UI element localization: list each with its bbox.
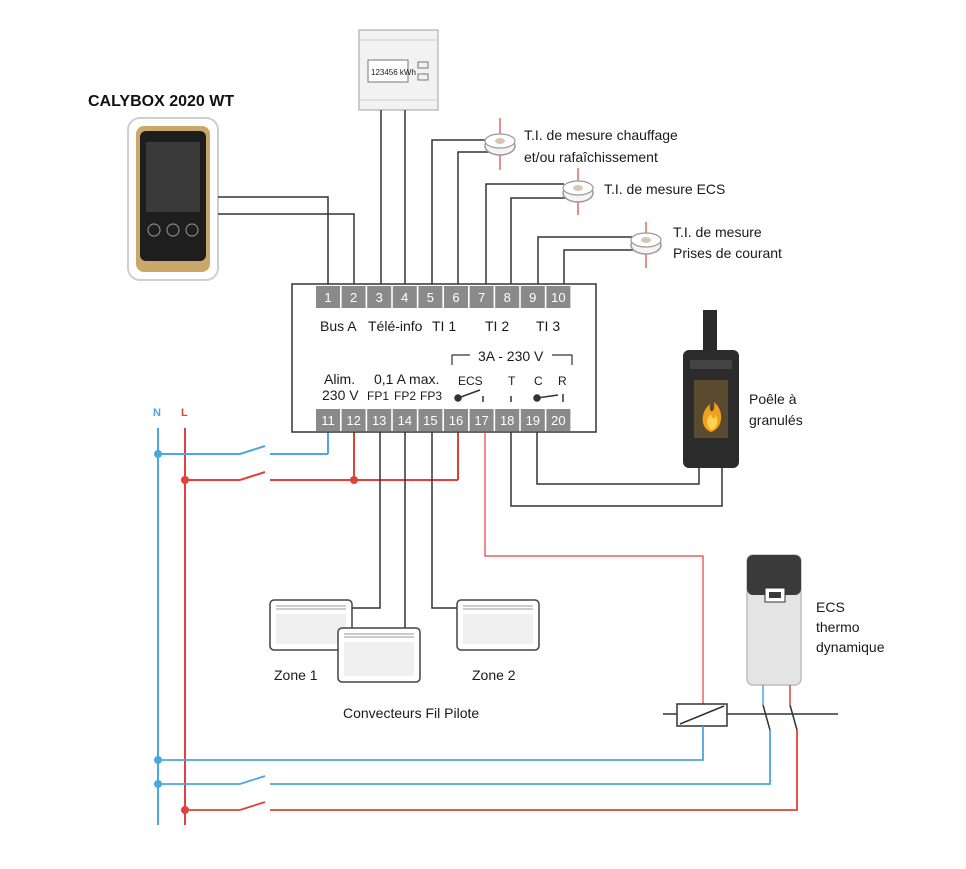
t-label: T bbox=[508, 374, 516, 388]
top-terminal-4 bbox=[392, 286, 417, 308]
bottom-terminal-label: 11 bbox=[321, 413, 335, 428]
module-supply bbox=[154, 432, 459, 484]
ti3-group-label: TI 3 bbox=[536, 318, 560, 334]
alim-voltage-label: 230 V bbox=[322, 387, 359, 403]
bottom-terminal-label: 17 bbox=[474, 413, 488, 428]
top-terminal-6 bbox=[444, 286, 468, 308]
device-title: CALYBOX 2020 WT bbox=[88, 93, 234, 110]
bottom-terminal-13 bbox=[367, 409, 392, 431]
ecs-control-wire bbox=[484, 432, 704, 705]
top-terminal-label: 6 bbox=[452, 290, 459, 305]
bus-a-label: Bus A bbox=[320, 318, 357, 334]
r-label: R bbox=[558, 374, 567, 388]
bottom-terminal-label: 14 bbox=[398, 413, 412, 428]
top-terminal-5 bbox=[418, 286, 443, 308]
ti3-label-line1: T.I. de mesure bbox=[673, 224, 762, 240]
top-terminal-2 bbox=[341, 286, 366, 308]
pellet-stove: Poêle à granulés bbox=[683, 310, 803, 468]
fp1-label: FP1 bbox=[367, 389, 389, 403]
bottom-terminal-label: 15 bbox=[423, 413, 437, 428]
ti1-group-label: TI 1 bbox=[432, 318, 456, 334]
fp-wires bbox=[350, 432, 458, 630]
ecs-label-line1: ECS bbox=[816, 599, 845, 615]
ecs-relay-label: ECS bbox=[458, 374, 483, 388]
convectors-caption: Convecteurs Fil Pilote bbox=[343, 705, 479, 721]
top-terminal-label: 8 bbox=[504, 290, 511, 305]
bottom-terminal-16 bbox=[444, 409, 468, 431]
ti2-label: T.I. de mesure ECS bbox=[604, 181, 725, 197]
c-label: C bbox=[534, 374, 543, 388]
relay-bracket bbox=[451, 354, 573, 365]
bottom-terminal-19 bbox=[520, 409, 545, 431]
bottom-terminal-label: 16 bbox=[449, 413, 463, 428]
meter-display: 123456 kWh bbox=[371, 68, 416, 77]
top-terminal-9 bbox=[520, 286, 545, 308]
stove-wires bbox=[510, 432, 723, 507]
fp3-label: FP3 bbox=[420, 389, 442, 403]
bottom-terminal-label: 19 bbox=[526, 413, 540, 428]
convector-zone1-b bbox=[337, 627, 421, 683]
top-terminal-label: 4 bbox=[401, 290, 408, 305]
energy-meter: 123456 kWh bbox=[358, 29, 439, 111]
bottom-terminal-15 bbox=[418, 409, 443, 431]
fp-max-label: 0,1 A max. bbox=[374, 371, 439, 387]
ecs-label-line2: thermo bbox=[816, 619, 860, 635]
bottom-terminal-label: 12 bbox=[346, 413, 360, 428]
terminals-bottom: 11 12 13 14 15 16 17 18 19 20 bbox=[316, 409, 571, 431]
top-terminal-7 bbox=[469, 286, 494, 308]
teleinfo-label: Télé-info bbox=[368, 318, 423, 334]
top-terminal-label: 9 bbox=[529, 290, 536, 305]
top-terminal-1 bbox=[316, 286, 340, 308]
ti3-label-line2: Prises de courant bbox=[673, 245, 782, 261]
relay-rating-label: 3A - 230 V bbox=[478, 348, 544, 364]
bottom-terminal-12 bbox=[341, 409, 366, 431]
bottom-terminal-label: 18 bbox=[500, 413, 514, 428]
convector-zone2 bbox=[456, 599, 540, 651]
bottom-terminal-20 bbox=[546, 409, 571, 431]
live-label: L bbox=[181, 407, 188, 419]
ecs-label-line3: dynamique bbox=[816, 639, 885, 655]
neutral-label: N bbox=[153, 407, 161, 419]
top-terminal-label: 5 bbox=[427, 290, 434, 305]
ti2-sensor: T.I. de mesure ECS bbox=[485, 168, 725, 286]
top-terminal-label: 7 bbox=[478, 290, 485, 305]
bottom-terminal-label: 13 bbox=[372, 413, 386, 428]
ti2-group-label: TI 2 bbox=[485, 318, 509, 334]
ti1-label-line2: et/ou rafaîchissement bbox=[524, 149, 658, 165]
top-terminal-3 bbox=[367, 286, 392, 308]
top-terminal-8 bbox=[495, 286, 520, 308]
fp2-label: FP2 bbox=[394, 389, 416, 403]
bottom-terminal-11 bbox=[316, 409, 340, 431]
ti3-sensor: T.I. de mesure Prises de courant bbox=[537, 222, 782, 286]
top-terminal-label: 1 bbox=[324, 290, 331, 305]
terminals-top: 1 2 3 4 5 6 7 8 9 10 bbox=[316, 286, 571, 308]
stove-label-line2: granulés bbox=[749, 412, 803, 428]
teleinfo-wires bbox=[380, 110, 406, 286]
ecs-tank: ECS thermo dynamique bbox=[746, 554, 885, 686]
top-terminal-label: 3 bbox=[376, 290, 383, 305]
top-terminal-label: 2 bbox=[350, 290, 357, 305]
zone2-label: Zone 2 bbox=[472, 667, 516, 683]
top-terminal-10 bbox=[546, 286, 571, 308]
tcr-contact-symbol bbox=[510, 394, 564, 402]
bottom-terminal-label: 20 bbox=[551, 413, 565, 428]
convector-zone1-a bbox=[269, 599, 353, 651]
contactor bbox=[663, 685, 838, 731]
stove-label-line1: Poêle à bbox=[749, 391, 797, 407]
ecs-contact-symbol bbox=[454, 389, 484, 402]
top-terminal-label: 10 bbox=[551, 290, 565, 305]
bottom-terminal-14 bbox=[392, 409, 417, 431]
alim-label: Alim. bbox=[324, 371, 355, 387]
ti1-label-line1: T.I. de mesure chauffage bbox=[524, 127, 678, 143]
ti1-sensor: T.I. de mesure chauffage et/ou rafaîchis… bbox=[431, 118, 678, 286]
module-box bbox=[291, 283, 597, 433]
bus-wires bbox=[218, 196, 355, 286]
zone1-label: Zone 1 bbox=[274, 667, 318, 683]
bottom-terminal-17 bbox=[469, 409, 494, 431]
calybox-device: CALYBOX 2020 WT bbox=[88, 93, 234, 281]
bottom-branches bbox=[154, 726, 798, 814]
bottom-terminal-18 bbox=[495, 409, 520, 431]
